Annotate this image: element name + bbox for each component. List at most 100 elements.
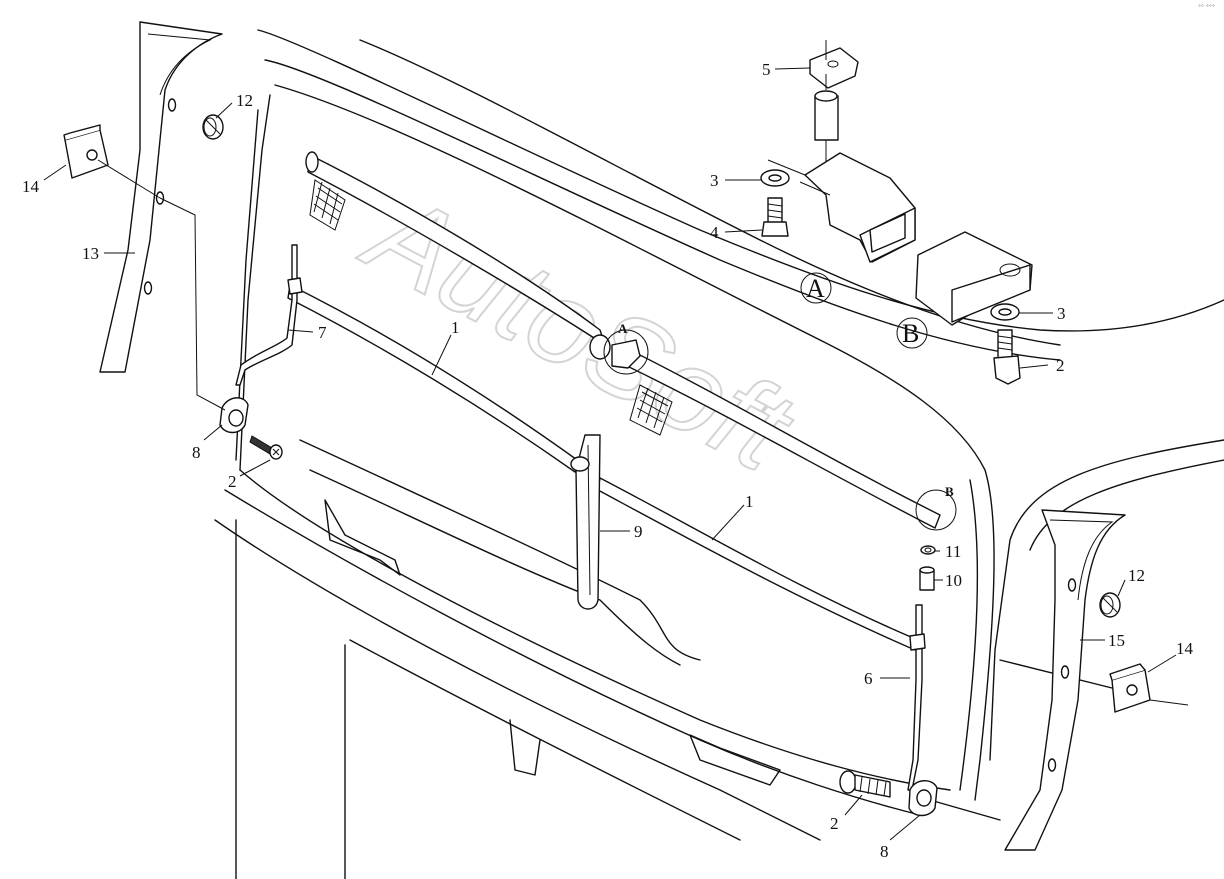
detail-b-circle bbox=[896, 317, 928, 349]
detail-b bbox=[915, 231, 1033, 385]
bracket-8-left bbox=[219, 397, 249, 434]
lower-visor-rail bbox=[287, 284, 941, 651]
leader-2-left bbox=[239, 459, 271, 477]
detail-a-label: A bbox=[806, 274, 825, 303]
clip-tab bbox=[63, 124, 101, 141]
spacer-top bbox=[919, 566, 935, 574]
wiper-recess-right bbox=[689, 734, 781, 786]
callout-1-left: 1 bbox=[451, 318, 460, 337]
dash-panel-line-2 bbox=[309, 469, 681, 666]
block-a-leader bbox=[767, 159, 831, 196]
mesh-hatch-left bbox=[313, 181, 343, 225]
pillar-hole-upper bbox=[1067, 578, 1077, 592]
leader-8-left bbox=[203, 424, 223, 441]
rod-6 bbox=[907, 604, 926, 791]
callout-2-lower: 2 bbox=[830, 814, 839, 833]
plug-12-right bbox=[1099, 592, 1121, 618]
callout-2-left: 2 bbox=[228, 472, 237, 491]
right-pillar-trim bbox=[1004, 509, 1126, 851]
centre-mount-body bbox=[575, 434, 601, 610]
washer-inner bbox=[924, 547, 932, 553]
upper-visor-roller-right bbox=[624, 349, 941, 529]
pillar-trim-15-edge bbox=[1049, 519, 1114, 601]
pillar-hole-middle bbox=[1060, 665, 1070, 679]
plug-ring bbox=[1100, 595, 1114, 615]
clip-hole bbox=[86, 149, 98, 161]
leader-13-hole bbox=[97, 159, 226, 411]
bracket-eye bbox=[916, 789, 932, 807]
clip-tab bbox=[1109, 663, 1146, 681]
callout-3-detail-a: 3 bbox=[710, 171, 719, 190]
mesh-patch-left bbox=[309, 179, 346, 231]
centre-mount-eye bbox=[570, 456, 590, 472]
marker-a-label: A bbox=[618, 321, 628, 336]
cowl-line-2 bbox=[214, 519, 821, 841]
plug-slot bbox=[205, 119, 221, 135]
bolt-4-head bbox=[761, 221, 789, 237]
bolt-4-thread bbox=[767, 203, 783, 219]
callout-3-detail-b: 3 bbox=[1057, 304, 1066, 323]
plug-slot bbox=[1102, 597, 1118, 613]
pillar-trim-13-edge bbox=[147, 33, 212, 96]
callout-8-left: 8 bbox=[192, 443, 201, 462]
roof-edge-outer bbox=[257, 29, 1224, 332]
sleeve-top bbox=[814, 90, 838, 102]
callout-11: 11 bbox=[945, 542, 961, 561]
leader-12-left bbox=[215, 102, 233, 119]
callout-6: 6 bbox=[864, 669, 873, 688]
bracket-8-right bbox=[908, 780, 938, 817]
right-door-frame-inner bbox=[1029, 459, 1224, 551]
wiper-recess-left bbox=[324, 499, 401, 576]
screw-2-lower bbox=[839, 770, 891, 798]
joint-left bbox=[589, 334, 611, 360]
rod-7-body bbox=[235, 244, 298, 386]
rod-6-body bbox=[907, 604, 923, 791]
windshield-bottom-edge bbox=[239, 469, 951, 791]
right-door-frame bbox=[989, 439, 1224, 761]
roller-end-cap bbox=[305, 151, 319, 173]
lower-visor-rod-1 bbox=[287, 284, 581, 473]
marker-b-circle bbox=[915, 489, 957, 531]
windshield-left-frame bbox=[239, 94, 271, 471]
pillar-hole-lower bbox=[143, 281, 153, 295]
washer-3-inner bbox=[768, 174, 782, 182]
screw-shank bbox=[854, 774, 891, 798]
leader-7 bbox=[287, 329, 314, 333]
plug-12-left bbox=[202, 114, 224, 140]
callout-9: 9 bbox=[634, 522, 643, 541]
detail-a-circle bbox=[800, 272, 832, 304]
callout-2-detail-b: 2 bbox=[1056, 356, 1065, 375]
washer-outer bbox=[920, 545, 936, 555]
leader-1-left bbox=[431, 334, 452, 376]
callout-14-right: 14 bbox=[1176, 639, 1194, 658]
bracket-eye bbox=[228, 409, 244, 427]
bolt-2-thread bbox=[997, 335, 1013, 351]
washer-3-inner bbox=[998, 308, 1012, 316]
roof-edge-inner bbox=[264, 59, 1061, 361]
spacer-10 bbox=[919, 566, 935, 591]
leader-2-b bbox=[1019, 364, 1049, 369]
cowl-line-1 bbox=[224, 489, 921, 816]
leader-14-right bbox=[1147, 654, 1189, 706]
callout-labels: 1 1 2 2 2 3 3 4 5 6 7 8 8 9 10 11 12 12 … bbox=[22, 60, 1194, 861]
screw-head bbox=[839, 770, 857, 794]
marker-a-circle bbox=[603, 329, 649, 375]
leader-8-right bbox=[889, 814, 921, 841]
hood-notch bbox=[509, 719, 541, 776]
rod-6-clamp bbox=[909, 633, 926, 651]
leader-1-right bbox=[711, 504, 745, 541]
block-b-face bbox=[951, 264, 1031, 323]
leader-2-lower bbox=[844, 794, 863, 816]
centre-mount-inner bbox=[587, 444, 591, 596]
lower-visor-rod-2 bbox=[597, 477, 919, 651]
pillar-hole-lower bbox=[1047, 758, 1057, 772]
screw-2-left bbox=[249, 435, 283, 460]
callout-12-right: 12 bbox=[1128, 566, 1145, 585]
callout-1-right: 1 bbox=[745, 492, 754, 511]
hood-line-1 bbox=[349, 639, 741, 841]
callout-10: 10 bbox=[945, 571, 962, 590]
pillar-hole-upper bbox=[167, 98, 177, 112]
left-pillar-trim bbox=[99, 21, 223, 373]
